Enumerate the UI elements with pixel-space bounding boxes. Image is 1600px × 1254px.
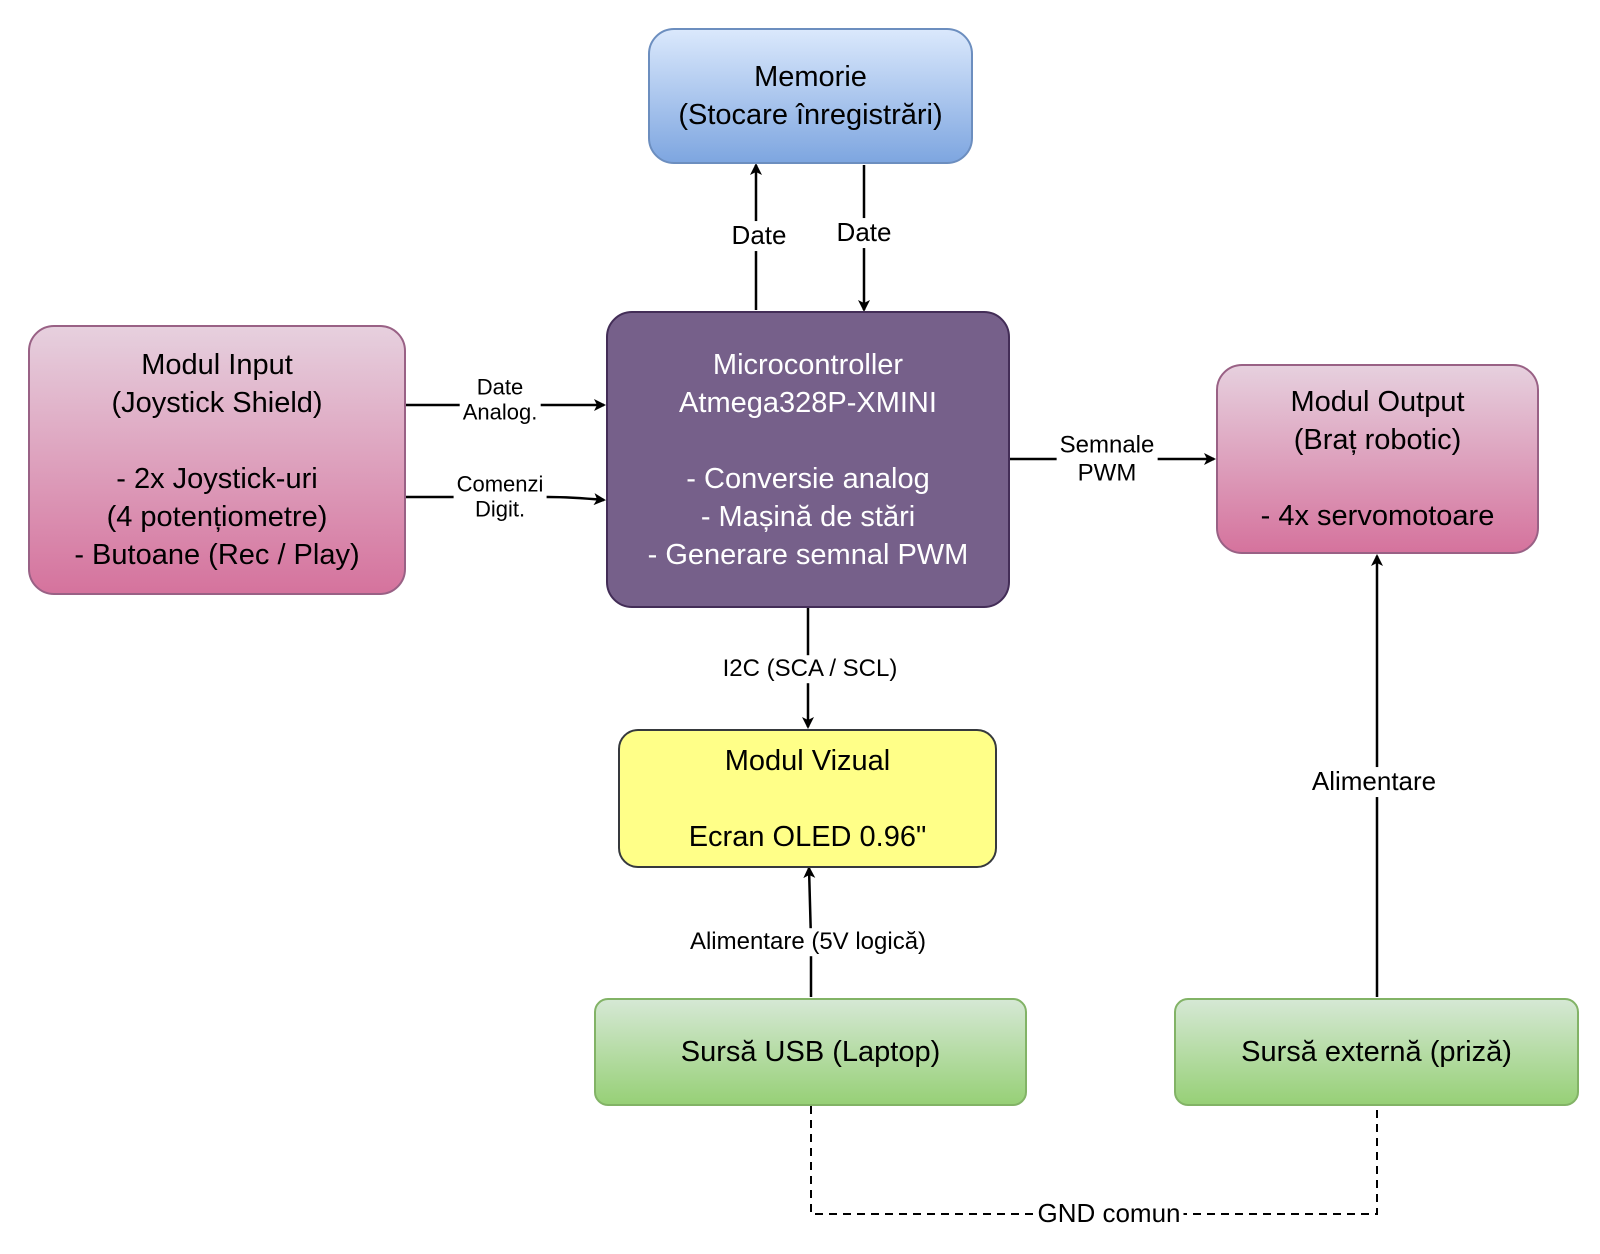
- text-line: Semnale: [1059, 431, 1155, 459]
- edge-label-mcu-to-vizual: I2C (SCA / SCL): [719, 655, 901, 683]
- edge-input-digital: [406, 493, 606, 506]
- modul-output-block: Modul Output (Braț robotic) - 4x servomoto…: [1216, 364, 1539, 554]
- text-line: Microcontroller: [712, 348, 904, 381]
- edge-label-gnd: GND comun: [1034, 1198, 1184, 1229]
- text-line: Sursă externă (priză): [1241, 1036, 1512, 1068]
- text-line: Alimentare (5V logică): [689, 928, 927, 956]
- text-line: (Joystick Shield): [111, 387, 323, 419]
- text-line: - Generare semnal PWM: [647, 538, 969, 571]
- text-line: Modul Input: [141, 349, 293, 381]
- text-line: Modul Output: [1290, 386, 1465, 418]
- text-line: PWM: [1077, 459, 1137, 486]
- text-line: Date: [476, 374, 524, 400]
- text-line: - Conversie analog: [686, 462, 930, 495]
- text-line: Digit.: [474, 497, 526, 522]
- edge-label-usb-to-vizual: Alimentare (5V logică): [686, 928, 930, 956]
- text-line: Date: [836, 217, 892, 248]
- text-line: Memorie: [754, 61, 867, 93]
- text-line: - Butoane (Rec / Play): [74, 539, 360, 571]
- text-line: I2C (SCA / SCL): [722, 655, 898, 683]
- text-line: Comenzi: [456, 471, 544, 497]
- sursa-externa-block: Sursă externă (priză): [1174, 998, 1579, 1106]
- text-line: - Mașină de stări: [700, 500, 916, 533]
- edge-label-mcu-to-memorie: Date: [728, 220, 790, 251]
- edge-label-memorie-to-mcu: Date: [833, 217, 895, 248]
- text-line: Analog.: [462, 400, 538, 425]
- memorie-block: Memorie (Stocare înregistrări): [648, 28, 973, 164]
- modul-input-block: Modul Input (Joystick Shield) - 2x Joystic…: [28, 325, 406, 595]
- sursa-usb-block: Sursă USB (Laptop): [594, 998, 1027, 1106]
- edge-gnd: [810, 1106, 1378, 1215]
- text-line: Date: [731, 220, 787, 251]
- text-line: (Braț robotic): [1293, 424, 1462, 456]
- text-line: (Stocare înregistrări): [678, 99, 943, 131]
- edge-label-externa-to-output: Alimentare: [1308, 766, 1440, 797]
- text-line: Ecran OLED 0.96": [688, 820, 927, 853]
- text-line: - 4x servomotoare: [1260, 500, 1495, 532]
- text-line: Sursă USB (Laptop): [680, 1036, 941, 1068]
- text-line: Modul Vizual: [724, 744, 891, 777]
- text-line: Atmega328P-XMINI: [679, 386, 937, 419]
- text-line: GND comun: [1037, 1198, 1181, 1229]
- text-line: - 2x Joystick-uri: [116, 463, 318, 495]
- text-line: (4 potențiometre): [106, 501, 328, 533]
- text-line: Alimentare: [1311, 766, 1437, 797]
